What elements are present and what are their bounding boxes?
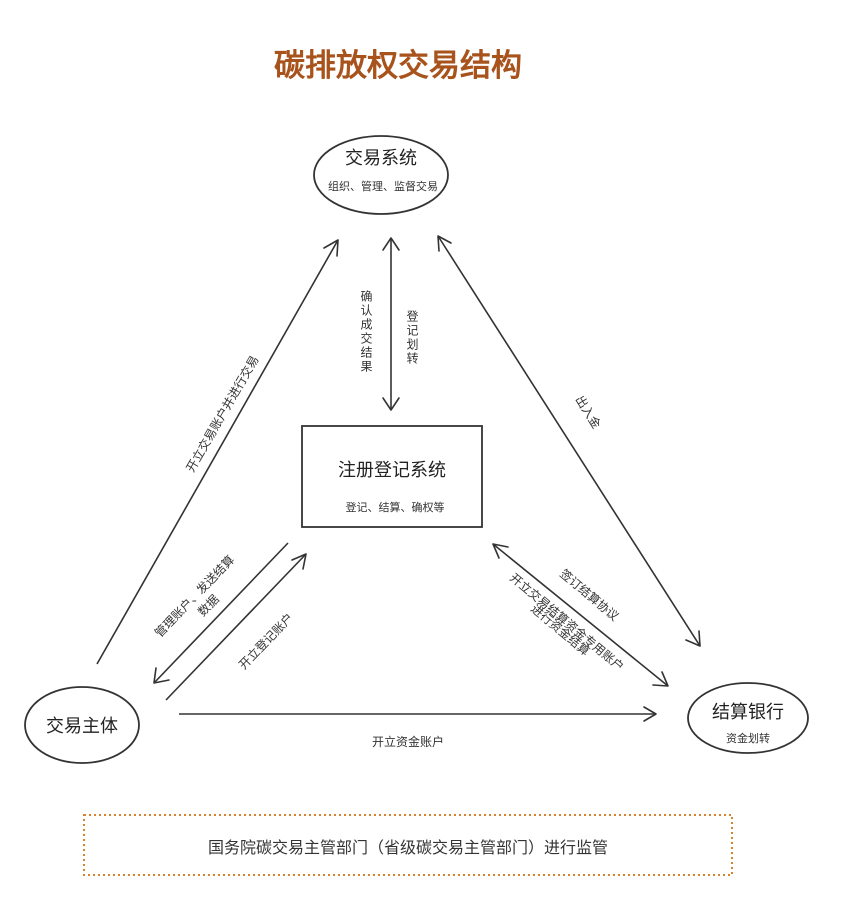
arrowhead-bank-end [685, 630, 701, 647]
edge-registry-entity-line [153, 542, 289, 684]
edge-entity-bank [179, 706, 657, 722]
edge-system-registry [382, 237, 400, 411]
supervision-text: 国务院碳交易主管部门（省级碳交易主管部门）进行监管 [208, 838, 608, 857]
arrowhead-bank-registry-end [652, 671, 669, 687]
trading-system-title: 交易系统 [345, 148, 417, 169]
settlement-bank-subtitle: 资金划转 [726, 731, 770, 745]
label-manage-account: 管理账户、发送结算 [151, 552, 237, 640]
label-in-out-funds: 出入金 [572, 393, 604, 431]
edge-registry-bank-line [492, 543, 669, 687]
arrowhead-up [382, 237, 400, 251]
trading-system-shape [313, 135, 449, 215]
edge-registry-entity [153, 542, 289, 684]
node-registry-system: 注册登记系统 登记、结算、确权等 [301, 425, 483, 528]
settlement-bank-title: 结算银行 [712, 702, 784, 723]
arrowhead-down [382, 397, 400, 411]
trading-entity-title: 交易主体 [46, 716, 118, 737]
diagram-title: 碳排放权交易结构 [274, 48, 522, 84]
edge-entity-system [96, 239, 339, 665]
edge-entity-registry-line [165, 553, 307, 701]
label-register-transfer: 登记划转 [405, 309, 419, 366]
trading-system-subtitle: 组织、管理、监督交易 [328, 179, 438, 193]
arrowhead-entity-registry [291, 553, 307, 570]
arrowhead-registry-entity [153, 667, 170, 684]
supervision-box: 国务院碳交易主管部门（省级碳交易主管部门）进行监管 [83, 814, 733, 876]
arrowhead-entity-bank [643, 706, 657, 722]
registry-system-subtitle: 登记、结算、确权等 [346, 500, 445, 514]
edge-registry-bank [492, 543, 669, 687]
settlement-bank-shape [687, 682, 809, 754]
edge-entity-registry [165, 553, 307, 701]
arrowhead-system-end [437, 235, 452, 252]
edge-entity-system-line [96, 239, 339, 665]
arrowhead-entity-system [323, 239, 339, 257]
label-open-trade-account: 开立交易账户并进行交易 [183, 353, 262, 475]
registry-system-shape [301, 425, 483, 528]
label-confirm-result: 确认成交结果 [359, 290, 373, 374]
trading-entity-shape [24, 686, 140, 764]
supervision-border [83, 814, 733, 876]
edge-system-bank-line [437, 235, 701, 647]
arrowhead-registry-end [492, 543, 509, 559]
label-open-fund-account: 开立资金账户 [372, 734, 444, 749]
registry-system-title: 注册登记系统 [338, 460, 446, 481]
node-trading-entity: 交易主体 [24, 686, 140, 764]
node-trading-system: 交易系统 组织、管理、监督交易 [313, 135, 449, 215]
node-settlement-bank: 结算银行 资金划转 [687, 682, 809, 754]
edge-system-bank [437, 235, 701, 647]
